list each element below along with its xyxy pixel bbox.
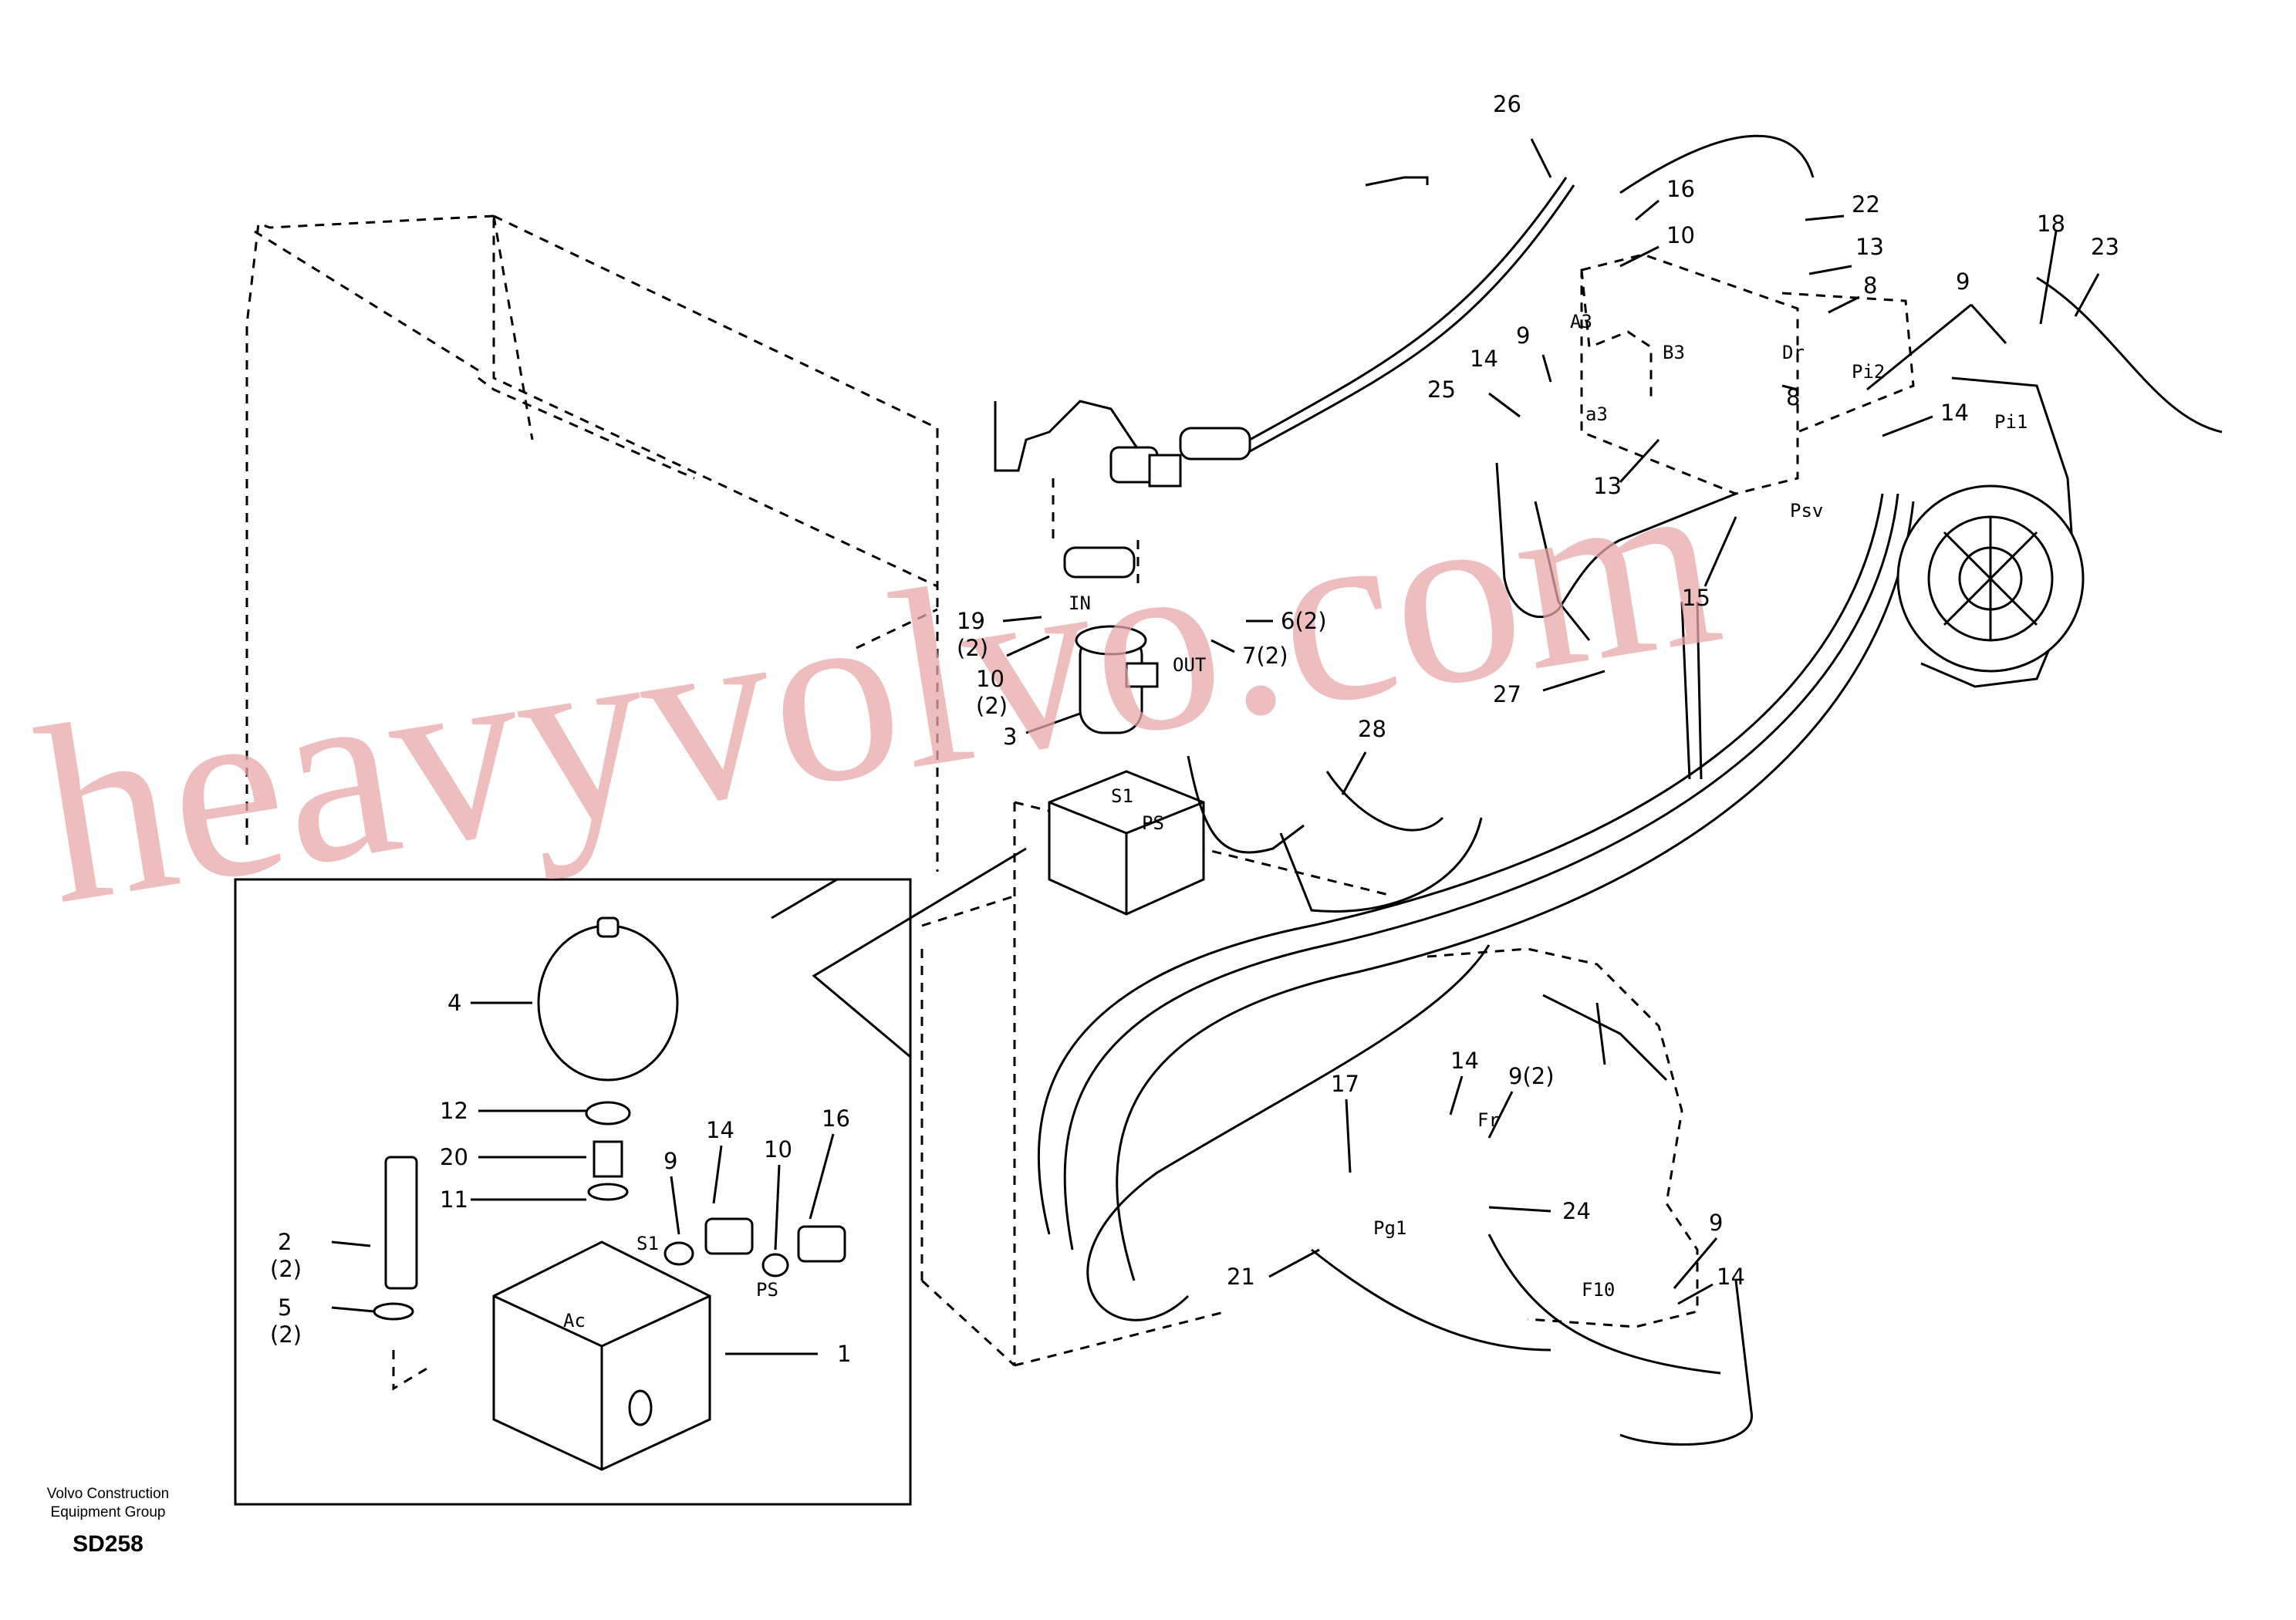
port-label-dr: Dr — [1782, 342, 1805, 363]
callout-17: 17 — [1331, 1071, 1359, 1097]
callout-20: 20 — [440, 1144, 468, 1170]
port-label-psv: Psv — [1790, 500, 1823, 521]
callout-27: 27 — [1493, 681, 1521, 707]
callout-28: 28 — [1358, 716, 1386, 742]
callout-13: 13 — [1855, 234, 1884, 260]
callout-24: 24 — [1562, 1198, 1591, 1224]
port-label-pg1: Pg1 — [1373, 1217, 1406, 1239]
callout-14: 14 — [1450, 1048, 1479, 1074]
port-label-ac: Ac — [563, 1310, 586, 1331]
callout-5-qty: (2) — [270, 1321, 302, 1348]
port-label-fr: Fr — [1477, 1109, 1500, 1131]
callout-6: 6(2) — [1281, 608, 1327, 634]
callout-9: 9 — [1956, 268, 1970, 295]
hoses — [1037, 134, 2223, 1446]
callout-1: 1 — [837, 1341, 851, 1367]
callout-25: 25 — [1427, 376, 1456, 403]
callout-9-x2: 9(2) — [1508, 1063, 1555, 1089]
callout-10: 10 — [1666, 222, 1695, 248]
callout-21: 21 — [1227, 1264, 1255, 1290]
port-labels: A3 B3 Dr Pi2 Pi1 a3 Psv IN OUT S1 PS S1 … — [563, 311, 2028, 1331]
callout-10-qty: (2) — [976, 693, 1008, 719]
callout-14: 14 — [706, 1117, 734, 1143]
callout-8: 8 — [1786, 384, 1800, 410]
port-label-pi2: Pi2 — [1852, 361, 1885, 383]
callout-15: 15 — [1682, 585, 1710, 611]
port-label-in: IN — [1069, 592, 1091, 614]
line-filter — [1075, 625, 1159, 734]
callout-10: 10 — [764, 1136, 792, 1163]
port-label-ps-inset: PS — [756, 1279, 778, 1301]
port-label-f10: F10 — [1582, 1279, 1615, 1301]
pressure-switch-block — [1048, 770, 1205, 916]
callout-5: 5 — [278, 1294, 292, 1321]
company-name-line2: Equipment Group — [50, 1504, 166, 1520]
company-name-line1: Volvo Construction — [46, 1486, 170, 1502]
port-label-s1: S1 — [1111, 785, 1133, 807]
callout-2: 2 — [278, 1229, 292, 1255]
callout-14: 14 — [1940, 400, 1969, 426]
callout-18: 18 — [2037, 211, 2065, 237]
port-label-ps: PS — [1142, 812, 1164, 834]
callout-19: 19 — [957, 608, 985, 634]
frame-outline — [245, 214, 1389, 1367]
callout-14: 14 — [1717, 1264, 1745, 1290]
callout-numbers: 26 16 10 22 13 8 18 23 9 14 9 14 25 8 13… — [270, 91, 2119, 1367]
callout-11: 11 — [440, 1186, 468, 1213]
drawing-code: SD258 — [73, 1531, 144, 1557]
callout-2-qty: (2) — [270, 1256, 302, 1282]
port-label-b3: B3 — [1663, 342, 1685, 363]
accumulator-assembly — [373, 916, 846, 1471]
callout-23: 23 — [2091, 234, 2119, 260]
callout-19-qty: (2) — [957, 635, 988, 661]
watermark-text: heavyvolvo.com — [22, 415, 1735, 957]
callout-8: 8 — [1863, 272, 1877, 299]
port-label-a3-lower: a3 — [1585, 403, 1608, 425]
callout-9: 9 — [663, 1148, 677, 1174]
upper-left-valve — [994, 400, 1251, 586]
callout-7: 7(2) — [1242, 643, 1288, 669]
leader-lines — [331, 138, 2100, 1355]
callout-14: 14 — [1470, 346, 1498, 372]
callout-16: 16 — [1666, 176, 1695, 202]
company-caption: Volvo Construction Equipment Group — [31, 1485, 185, 1522]
callout-9: 9 — [1709, 1210, 1723, 1236]
callout-4: 4 — [447, 990, 461, 1016]
callout-13: 13 — [1593, 473, 1622, 499]
callout-10: 10 — [976, 666, 1004, 692]
port-label-a3: A3 — [1570, 311, 1592, 332]
callout-9: 9 — [1516, 322, 1530, 349]
accumulator-inset-box — [234, 847, 1027, 1506]
port-label-pi1: Pi1 — [1994, 411, 2028, 433]
callout-22: 22 — [1852, 191, 1880, 218]
callout-26: 26 — [1493, 91, 1521, 117]
port-label-s1-inset: S1 — [636, 1233, 659, 1254]
port-label-out: OUT — [1173, 654, 1206, 676]
callout-12: 12 — [440, 1098, 468, 1124]
callout-16: 16 — [822, 1105, 850, 1132]
control-valve — [1427, 947, 1699, 1328]
callout-3: 3 — [1003, 724, 1017, 750]
main-pump — [1580, 253, 2085, 688]
